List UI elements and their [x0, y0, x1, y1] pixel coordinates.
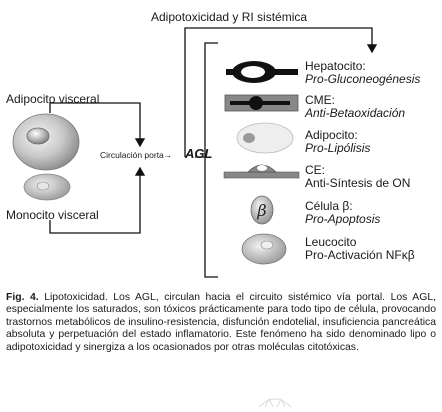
monocyte-visceral-label: Monocito visceral — [6, 208, 99, 222]
agl-label: AGL — [185, 146, 213, 161]
watermark-logo — [258, 397, 292, 408]
beta-symbol: β — [256, 201, 266, 220]
portal-circulation-label: Circulación porta→ — [100, 150, 173, 160]
target-leukocyte: Leucocito Pro-Activación NFκβ — [305, 235, 415, 262]
target-cme: CME: Anti-Betaoxidación — [305, 93, 406, 120]
beta-cell-icon: β — [250, 195, 274, 225]
adipocyte-to-portal-line — [49, 102, 146, 148]
lipotoxicity-diagram: β — [12, 27, 378, 278]
adipocyte-icon — [236, 122, 294, 154]
figure-caption: Fig. 4. Lipotoxicidad. Los AGL, circulan… — [6, 292, 436, 354]
target-ce: CE: Anti-Síntesis de ON — [305, 163, 411, 190]
systemic-bracket-line — [195, 42, 218, 278]
agl-to-systemic-line — [184, 27, 378, 157]
figure-caption-text: Lipotoxicidad. Los AGL, circulan hacia e… — [6, 292, 436, 353]
figure-label: Fig. 4. — [6, 292, 39, 303]
endothelial-cell-icon — [223, 164, 300, 179]
leukocyte-icon — [241, 233, 287, 265]
adipocyte-visceral-icon — [12, 113, 80, 171]
target-beta-cell: Célula β: Pro-Apoptosis — [305, 199, 381, 226]
target-adipocyte: Adipocito: Pro-Lipólisis — [305, 128, 371, 155]
skeletal-muscle-cell-icon — [224, 94, 299, 112]
hepatocyte-icon — [226, 61, 298, 83]
adipocyte-visceral-label: Adipocito visceral — [6, 92, 100, 106]
target-hepatocyte: Hepatocito: Pro-Gluconeogénesis — [305, 59, 421, 86]
connector-lines — [49, 27, 378, 278]
monocyte-to-portal-line — [49, 166, 146, 234]
top-label: Adipotoxicidad y RI sistémica — [151, 10, 308, 24]
